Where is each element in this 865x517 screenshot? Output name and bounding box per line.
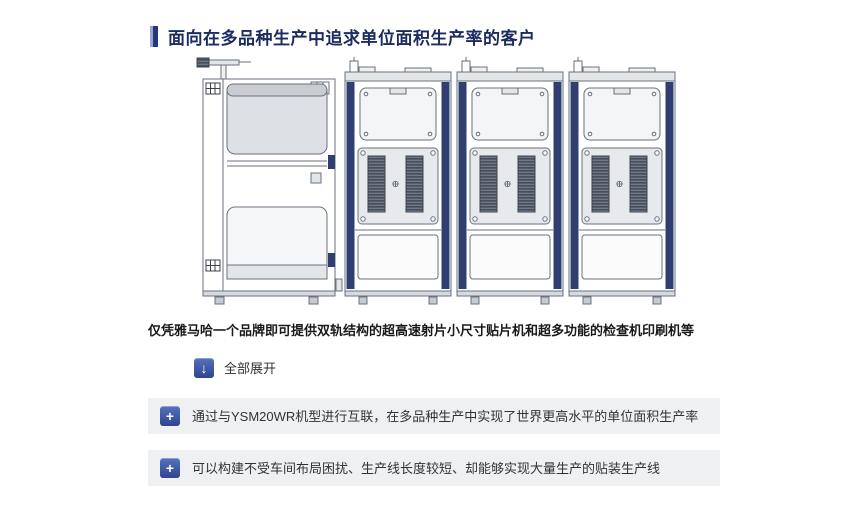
mounter-machine-2 [456,57,564,305]
page-title: 面向在多品种生产中追求单位面积生产率的客户 [150,24,720,49]
accordion-row-2[interactable]: + 可以构建不受车间布局困扰、生产线长度较短、却能够实现大量生产的贴装生产线 [148,449,720,486]
accordion-row-1-label: 通过与YSM20WR机型进行互联，在多品种生产中实现了世界更高水平的单位面积生产… [192,409,699,425]
mounter-machine-1 [344,57,452,305]
production-line-illustration [193,57,720,307]
page-content: 面向在多品种生产中追求单位面积生产率的客户 [148,24,720,486]
accordion-row-2-label: 可以构建不受车间布局困扰、生产线长度较短、却能够实现大量生产的贴装生产线 [192,461,661,477]
line-connector [335,278,343,292]
down-arrow-icon[interactable]: ↓ [194,357,214,378]
plus-icon[interactable]: + [160,405,180,426]
description-text: 仅凭雅马哈一个品牌即可提供双轨结构的超高速射片小尺寸贴片机和超多功能的检查机印刷… [148,323,695,338]
plus-icon[interactable]: + [160,457,180,478]
title-accent-bar [150,26,158,47]
accordion-row-1[interactable]: + 通过与YSM20WR机型进行互联，在多品种生产中实现了世界更高水平的单位面积… [148,397,720,434]
page-title-text: 面向在多品种生产中追求单位面积生产率的客户 [168,29,536,48]
expand-all-button[interactable]: ↓ 全部展开 [194,357,277,378]
printer-machine [196,57,336,305]
production-line-svg [196,57,676,305]
mounter-machine-3 [568,57,676,305]
expand-all-label: 全部展开 [224,361,277,377]
